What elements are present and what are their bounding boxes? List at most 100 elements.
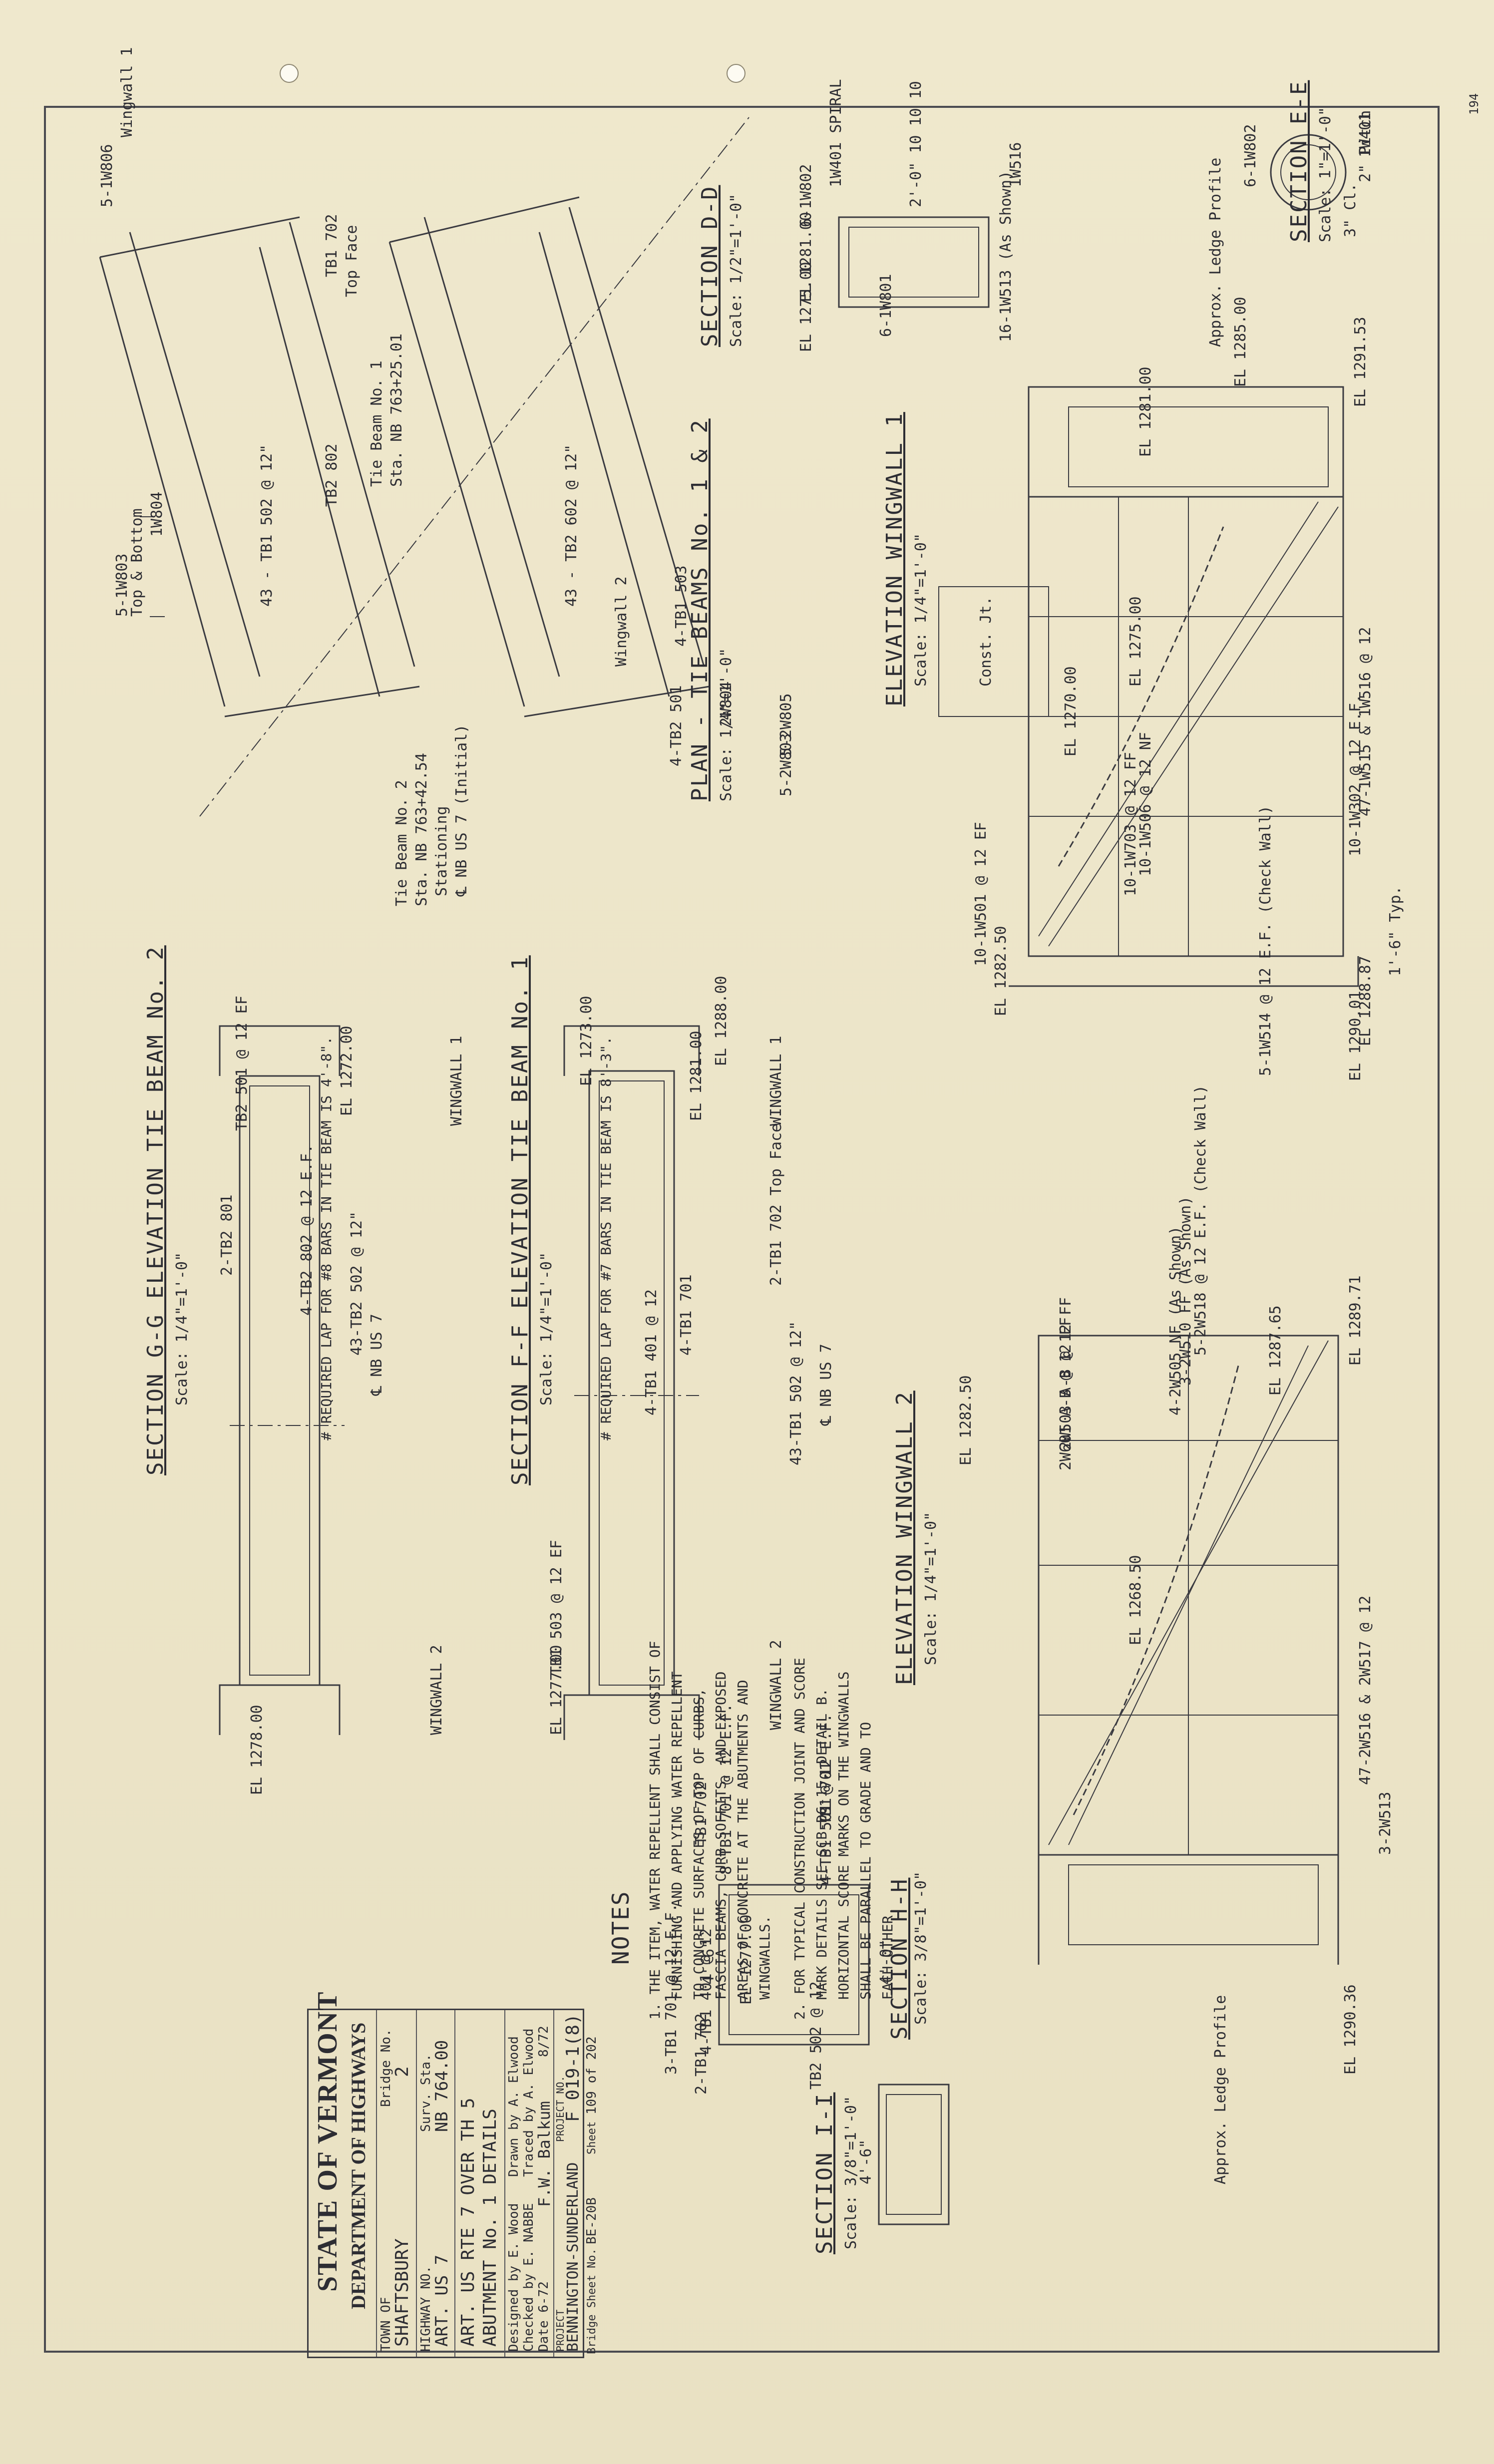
sec-dd-title: SECTION D-D (697, 185, 723, 347)
ff-wingwall-2: WINGWALL 2 (767, 1640, 785, 1730)
gg-wingwall-2: WINGWALL 2 (428, 1645, 445, 1735)
description-line-1: ART. US RTE 7 OVER TH 5 (458, 2098, 478, 2347)
ee-spiral: 2" Pitch (1357, 110, 1374, 183)
dd-w801: 6-1W801 (877, 274, 895, 337)
ww1-el-128500: EL 1285.00 (1232, 297, 1249, 387)
hh-el: EL 1277.00 (738, 1914, 755, 2005)
ww1-w501: 10-1W501 @ 12 EF (972, 822, 990, 966)
ww2-el-126850: EL 1268.50 (1127, 1555, 1144, 1645)
sheet-label: Sheet (586, 2121, 598, 2154)
ww1-w506: 10-1W506 @ 12 NF (1137, 732, 1154, 876)
sec-gg-title: SECTION G-G ELEVATION TIE BEAM No. 2 (143, 945, 168, 1475)
punch-hole (280, 64, 299, 83)
sheet-code: 194 (1467, 93, 1481, 115)
sec-ee-title: SECTION E-E (1286, 80, 1312, 242)
project-no-value: F 019-1(8) (563, 2014, 583, 2122)
town-label: TOWN OF (378, 2297, 393, 2352)
drawn-by: Drawn by A. Elwood (506, 2036, 521, 2177)
project-value: BENNINGTON-SUNDERLAND (564, 2162, 582, 2352)
ii-dim-w: 4'-6" (857, 2139, 875, 2184)
gg-tb2-802: 4-TB2 802 @ 12 E.F. (298, 1144, 316, 1316)
approved-by: F.W. Balkum (535, 2101, 554, 2207)
plan-top-face: Top Face (343, 225, 361, 298)
date-right: 8/72 (536, 2026, 551, 2057)
ff-tb1-701: 4-TB1 701 (678, 1274, 695, 1356)
ee-cc: 3" Cl. (1342, 183, 1359, 237)
gg-wingwall-1: WINGWALL 1 (448, 1036, 465, 1126)
gg-el-127200: EL 1272.00 (338, 1026, 356, 1116)
dd-w516: 1W516 (1007, 142, 1025, 187)
plan-w2-805: 5-2W805 (777, 693, 795, 756)
gg-tb2-801: 2-TB2 801 (218, 1194, 236, 1276)
note-2-line: HORIZONTAL SCORE MARKS ON THE WINGWALLS (835, 1671, 852, 2000)
punch-hole (727, 64, 746, 83)
checked-by: Checked by E. NABBE (521, 2203, 536, 2352)
ww2-title: ELEVATION WINGWALL 2 (892, 1391, 917, 1685)
plan-w2-804: 2W804 (718, 681, 735, 726)
description-line-2: ABUTMENT No. 1 DETAILS (480, 2109, 500, 2347)
hh-tb1-701b: 8-TB1 701 @ 12 E.F. (718, 1703, 735, 1875)
ww2-bars-top: 47-2W516 & 2W517 @ 12 (1357, 1595, 1374, 1785)
sec-ff-scale: Scale: 1/4"=1'-0" (538, 1252, 555, 1406)
plan-tb2-501: 4-TB2 501 (668, 685, 685, 766)
plan-tb2-sta: Sta. NB 763+42.54 (413, 752, 430, 906)
plan-title: PLAN - TIE BEAMS No. 1 & 2 (687, 418, 713, 801)
ff-el-128100: EL 1281.00 (688, 1031, 705, 1121)
dd-el-127500: EL 1275.00 (797, 262, 815, 352)
department-title: DEPARTMENT OF HIGHWAYS (347, 2022, 370, 2309)
sheet-value: 109 of 202 (584, 2036, 599, 2114)
note-2-line: 2. FOR TYPICAL CONSTRUCTION JOINT AND SC… (791, 1658, 808, 2020)
ii-tb2-502: TB2 502 @ 12 (807, 1981, 825, 2090)
ww2-w505: 4-2W505 NF (As Shown) (1167, 1226, 1184, 1415)
ww1-w514: 5-1W514 @ 12 E.F. (Check Wall) (1257, 805, 1274, 1076)
hh-tb1-501: 4-TB1 501 @ 12 E.F. (817, 1713, 835, 1885)
sec-hh-scale: Scale: 3/8"=1'-0" (912, 1871, 930, 2025)
traced-by: Traced by A. Elwood (521, 2028, 536, 2177)
plan-tb1-label: Tie Beam No. 1 (368, 360, 385, 487)
plan-tb1-sta: Sta. NB 763+25.01 (388, 333, 405, 487)
ww1-el-128250: EL 1282.50 (992, 926, 1010, 1016)
ff-el-128800: EL 1288.00 (713, 976, 730, 1066)
hh-dim-h: 4'-0" (877, 1939, 895, 1985)
date-left: Date 6-72 (536, 2281, 551, 2352)
plan-w1-806: 5-1W806 (98, 144, 116, 207)
bridge-sheet-label: Bridge Sheet No. (586, 2248, 598, 2354)
surv-sta-value: NB 764.00 (432, 2040, 452, 2132)
bridge-no-value: 2 (392, 2066, 412, 2077)
ff-wingwall-1: WINGWALL 1 (767, 1036, 785, 1126)
hh-tb1-702: TB1 702 (693, 1781, 710, 1845)
ww1-w302: 10-1W302 @ 12 E.F. (1347, 694, 1364, 856)
plan-wingwall-1: Wingwall 1 (118, 47, 136, 137)
gg-cl-us7: ℄ NB US 7 (368, 1314, 385, 1396)
note-1-line: WINGWALLS. (756, 1915, 773, 2000)
plan-tb1-503: 4-TB1 503 (673, 565, 690, 647)
plan-tb2-802: TB2 802 (323, 443, 341, 507)
state-title: STATE OF VERMONT (312, 1991, 343, 2292)
dd-w802: 6-1W802 (797, 164, 815, 227)
plan-tb1-bars: 43 - TB1 502 @ 12" (258, 444, 276, 607)
plan-stationing: Stationing (433, 806, 450, 896)
ww1-const-jt: Const. Jt. (977, 596, 995, 687)
ww1-el-129001: EL 1290.01 (1347, 991, 1364, 1081)
sec-ff-title: SECTION F-F ELEVATION TIE BEAM No. 1 (507, 955, 533, 1485)
ww1-title: ELEVATION WINGWALL 1 (882, 412, 907, 706)
plan-top-bottom: Top & Bottom (128, 508, 146, 617)
ww2-el-128250: EL 1282.50 (957, 1375, 975, 1465)
ww2-w601: 2W601 A-B @ 12 FF (1057, 1317, 1075, 1470)
highway-label: HIGHWAY NO. (418, 2265, 433, 2352)
highway-value: ART. US 7 (432, 2254, 452, 2347)
notes-heading: NOTES (607, 1890, 634, 1965)
hh-dim-w: 4'-6" (700, 1939, 718, 1985)
ff-tb1-503: TB1 503 @ 12 EF (548, 1540, 565, 1675)
sec-gg-scale: Scale: 1/4"=1'-0" (173, 1252, 191, 1406)
bridge-sheet-value: BE-20B (584, 2197, 599, 2244)
ee-w802: 6-1W802 (1242, 124, 1259, 187)
ww2-el-128971: EL 1289.71 (1347, 1275, 1364, 1366)
ii-tb1-701: 3-TB1 701 @ 12 E.F. (663, 1903, 680, 2075)
ww1-el-127500: EL 1275.00 (1127, 596, 1144, 687)
ww2-w513: 3-2W513 (1377, 1791, 1394, 1855)
gg-bars: 43-TB2 502 @ 12" (348, 1211, 366, 1356)
sec-ii-scale: Scale: 3/8"=1'-0" (842, 2096, 860, 2249)
